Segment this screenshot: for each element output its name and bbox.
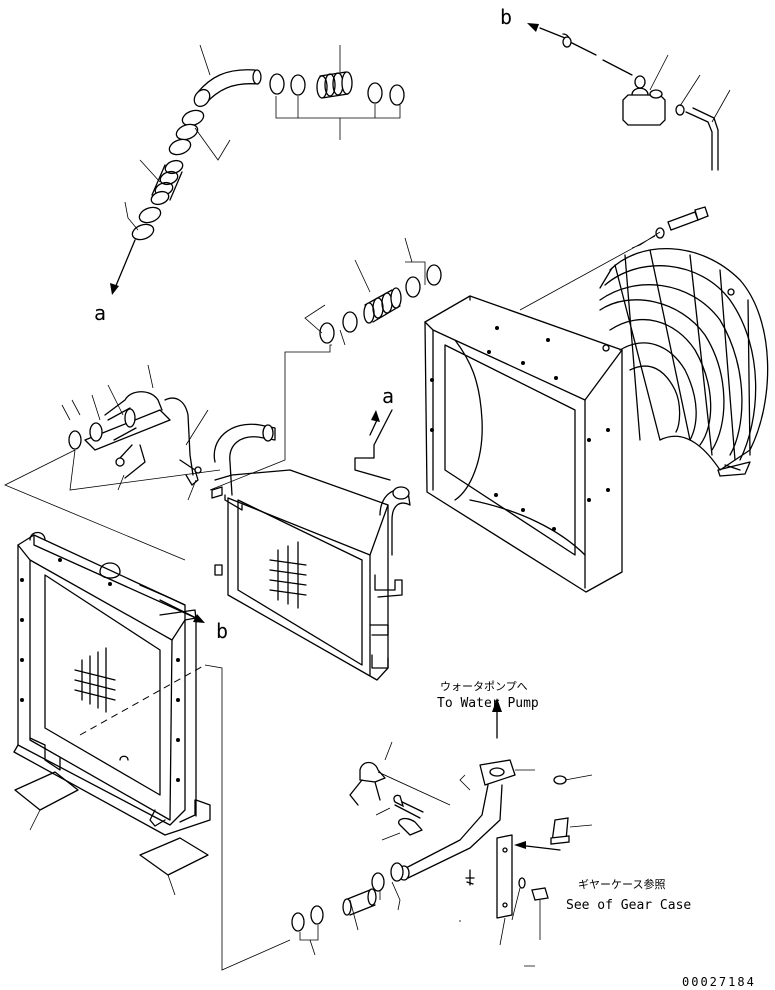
reserve-tank-assembly	[527, 23, 731, 171]
ref-letter-a: a	[94, 301, 106, 325]
water-pump-label-jp: ウォータポンプへ	[440, 680, 528, 693]
upper-hose-assembly	[110, 44, 405, 295]
fitting-bracket-left	[4, 364, 221, 561]
cover-plates	[14, 771, 209, 896]
water-pipe-assembly	[291, 698, 593, 967]
ref-letter-a-center: a	[382, 384, 394, 408]
gear-case-label-en: See of Gear Case	[566, 898, 691, 913]
ref-letter-b-radiator: b	[216, 619, 228, 643]
radiator-bolts	[20, 558, 180, 782]
fan-guard	[519, 206, 769, 477]
aftercooler-hose-set	[209, 237, 442, 491]
center-ref-arrow	[354, 409, 393, 481]
gear-case-label-jp: ギヤーケース参照	[578, 877, 665, 891]
radiator	[13, 531, 291, 971]
drawing-number: 00027184	[682, 975, 756, 989]
ref-letter-b: b	[500, 5, 512, 29]
shroud-bolt-holes	[430, 326, 610, 531]
water-pump-label-en: To Water Pump	[437, 696, 539, 711]
aftercooler	[211, 423, 411, 681]
fan-shroud	[424, 295, 623, 593]
